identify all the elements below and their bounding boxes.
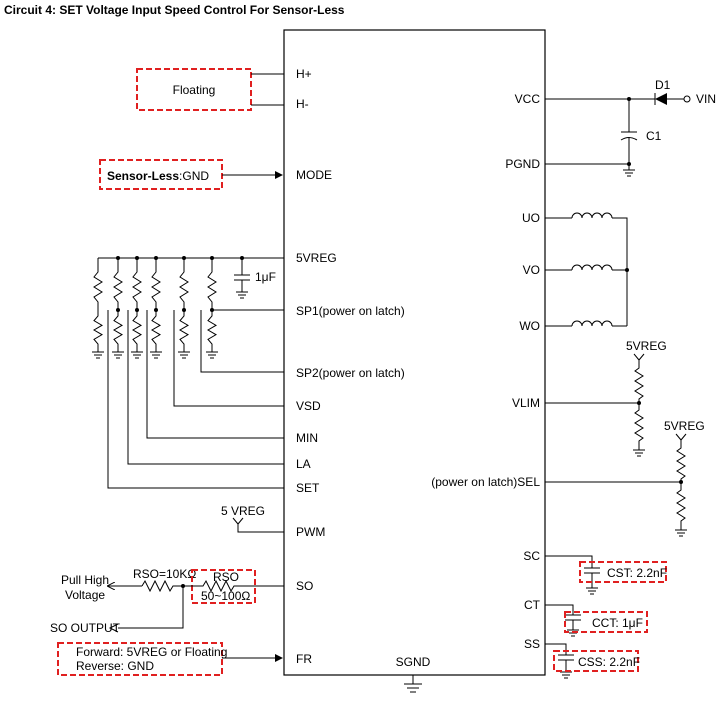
pull-high-line2: Voltage	[65, 588, 105, 602]
wire-sp2	[200, 310, 284, 373]
rso-series-resistor	[183, 579, 284, 593]
capacitor-c1	[620, 99, 638, 177]
pin-sp1: SP1(power on latch)	[296, 304, 405, 318]
pin-pwm: PWM	[296, 525, 325, 539]
sensorless-label: Sensor-Less:GND	[107, 169, 209, 183]
pin-set: SET	[296, 481, 320, 495]
pin-vlim: VLIM	[512, 396, 540, 410]
vlim-vreg-label: 5VREG	[626, 339, 667, 353]
divider-4	[151, 258, 161, 352]
diagram-title: Circuit 4: SET Voltage Input Speed Contr…	[4, 3, 345, 17]
pin-sc: SC	[523, 549, 540, 563]
cst-label: CST: 2.2nF	[607, 566, 667, 580]
diode-d1	[654, 93, 691, 105]
sel-divider	[675, 433, 687, 537]
wire-vsd	[173, 310, 284, 407]
wire-so-output	[118, 586, 184, 629]
pwm-vreg-label: 5 VREG	[221, 504, 265, 518]
so-output-label: SO OUTPUT	[50, 621, 121, 635]
pin-uo: UO	[522, 211, 540, 225]
cst-box	[579, 561, 667, 583]
bus-junctions	[116, 256, 244, 312]
floating-box	[136, 68, 252, 111]
capacitor-css	[545, 643, 574, 679]
resistor-dividers	[92, 258, 218, 359]
capacitor-1uf	[234, 258, 250, 299]
ic-body	[283, 29, 546, 676]
pin-sp2: SP2(power on latch)	[296, 366, 405, 380]
divider-1	[93, 258, 103, 352]
sel-vreg-label: 5VREG	[664, 419, 705, 433]
motor-windings	[545, 212, 629, 327]
pin-vo: VO	[523, 263, 540, 277]
c1-label: C1	[646, 129, 662, 143]
divider-5	[179, 258, 189, 352]
vin-label: VIN	[696, 92, 716, 106]
sgnd-ground	[404, 675, 422, 693]
pin-ct: CT	[524, 598, 541, 612]
vlim-divider	[633, 353, 645, 457]
css-box	[553, 650, 639, 672]
divider-6	[207, 258, 217, 352]
css-label: CSS: 2.2nF	[578, 655, 640, 669]
pin-la: LA	[296, 457, 311, 471]
fr-line1: Forward: 5VREG or Floating	[76, 645, 227, 659]
pin-vsd: VSD	[296, 399, 321, 413]
capacitor-cst	[545, 555, 600, 595]
cct-label: CCT: 1μF	[592, 616, 643, 630]
wire-min	[146, 310, 284, 439]
pwm-vreg-symbol	[232, 517, 284, 533]
pin-wo: WO	[519, 319, 540, 333]
pin-vcc: VCC	[515, 92, 541, 106]
cap-1uf-label: 1μF	[255, 270, 276, 284]
d1-label: D1	[655, 78, 671, 92]
pin-min: MIN	[296, 431, 318, 445]
divider-2	[113, 258, 123, 352]
cct-box	[564, 611, 648, 633]
rso-range-label: 50~100Ω	[201, 589, 250, 603]
pin-fr: FR	[296, 652, 312, 666]
fr-line2: Reverse: GND	[76, 659, 154, 673]
pin-5vreg: 5VREG	[296, 251, 337, 265]
pin-ss: SS	[524, 637, 540, 651]
pin-so: SO	[296, 579, 313, 593]
pin-pgnd: PGND	[505, 157, 540, 171]
divider-3	[132, 258, 142, 352]
wire-la	[127, 310, 284, 465]
rso-series-label: RSO	[213, 570, 239, 584]
pin-sgnd: SGND	[396, 655, 431, 669]
fr-box	[57, 642, 223, 676]
pull-high-line1: Pull High	[61, 573, 109, 587]
rso-main-label: RSO=10KΩ	[133, 567, 196, 581]
pin-mode: MODE	[296, 168, 332, 182]
rso-main-resistor	[141, 579, 183, 593]
pin-h-minus: H-	[296, 97, 309, 111]
pin-h-plus: H+	[296, 67, 312, 81]
pin-sel: (power on latch)SEL	[431, 475, 540, 489]
wire-set	[107, 310, 284, 489]
floating-label: Floating	[173, 83, 216, 97]
